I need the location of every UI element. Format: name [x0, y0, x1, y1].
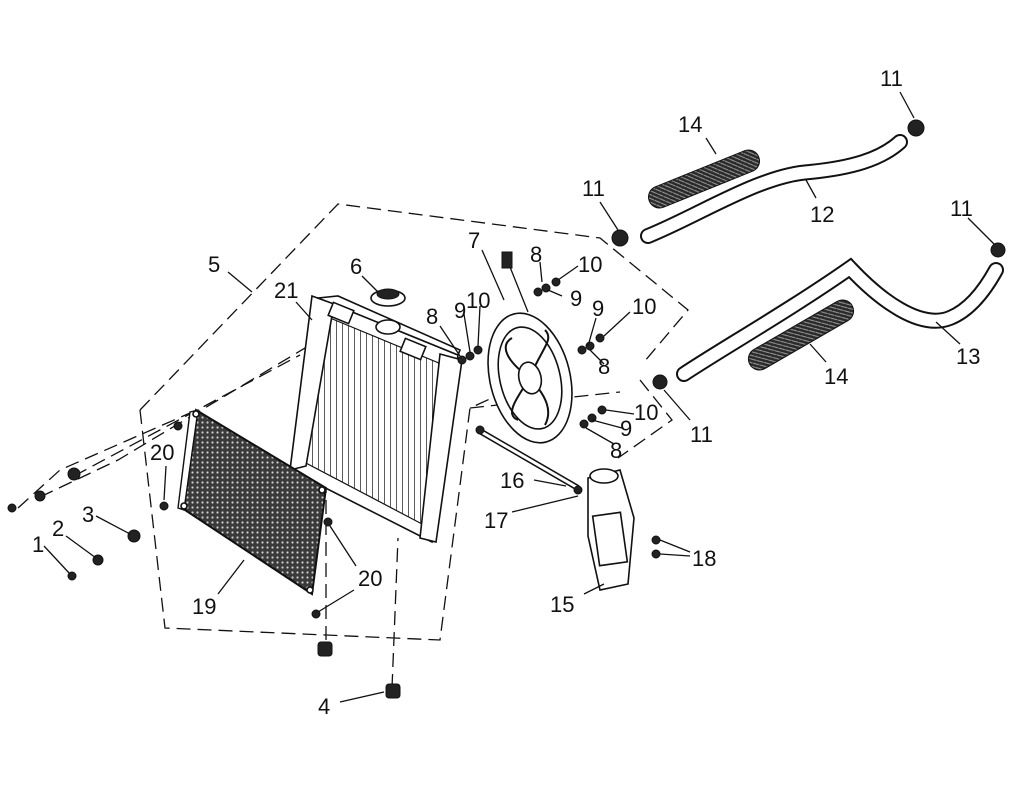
callout-8-b: 8 [426, 304, 438, 329]
hose-sleeve-upper [647, 149, 761, 209]
callout-10-c: 10 [632, 294, 656, 319]
callout-14-a: 14 [678, 112, 702, 137]
callout-18: 18 [692, 546, 716, 571]
callout-5: 5 [208, 252, 220, 277]
callout-9-b: 9 [454, 298, 466, 323]
callout-11-a: 11 [582, 176, 605, 201]
upper-hose [640, 134, 908, 244]
callout-20-b: 20 [358, 566, 382, 591]
callout-6: 6 [350, 254, 362, 279]
callout-11-d: 11 [690, 422, 713, 447]
callout-15: 15 [550, 592, 574, 617]
cooling-fan [487, 251, 573, 444]
callout-4: 4 [318, 694, 330, 719]
callout-labels: 1 2 3 4 5 6 7 8 8 8 8 9 9 9 9 10 10 10 1… [32, 66, 980, 719]
callout-8-d: 8 [610, 438, 622, 463]
assembly-boundary-lines [17, 203, 689, 689]
radiator [289, 294, 463, 544]
callout-2: 2 [52, 516, 64, 541]
callout-19: 19 [192, 594, 216, 619]
callout-12: 12 [810, 202, 834, 227]
callout-10-b: 10 [466, 288, 490, 313]
callout-11-c: 11 [950, 196, 973, 221]
callout-9-a: 9 [570, 286, 582, 311]
condenser [177, 408, 328, 596]
callout-1: 1 [32, 532, 44, 557]
callout-8-c: 8 [598, 354, 610, 379]
callout-8-a: 8 [530, 242, 542, 267]
leader-lines [43, 91, 995, 703]
callout-13: 13 [956, 344, 980, 369]
callout-10-d: 10 [634, 400, 658, 425]
hose-sleeve-lower [747, 299, 855, 371]
callout-10-a: 10 [578, 252, 602, 277]
callout-21: 21 [274, 278, 298, 303]
callout-11-b: 11 [880, 66, 903, 91]
callout-20-a: 20 [150, 440, 174, 465]
callout-17: 17 [484, 508, 508, 533]
radiator-cap [370, 288, 406, 307]
callout-7: 7 [468, 228, 480, 253]
overflow-tube [476, 427, 580, 491]
callout-16: 16 [500, 468, 524, 493]
lower-hose [676, 257, 1004, 382]
callout-3: 3 [82, 502, 94, 527]
callout-14-b: 14 [824, 364, 848, 389]
callout-9-d: 9 [620, 416, 632, 441]
hose-clamps [611, 119, 1006, 390]
expansion-tank [587, 468, 635, 591]
callout-9-c: 9 [592, 296, 604, 321]
